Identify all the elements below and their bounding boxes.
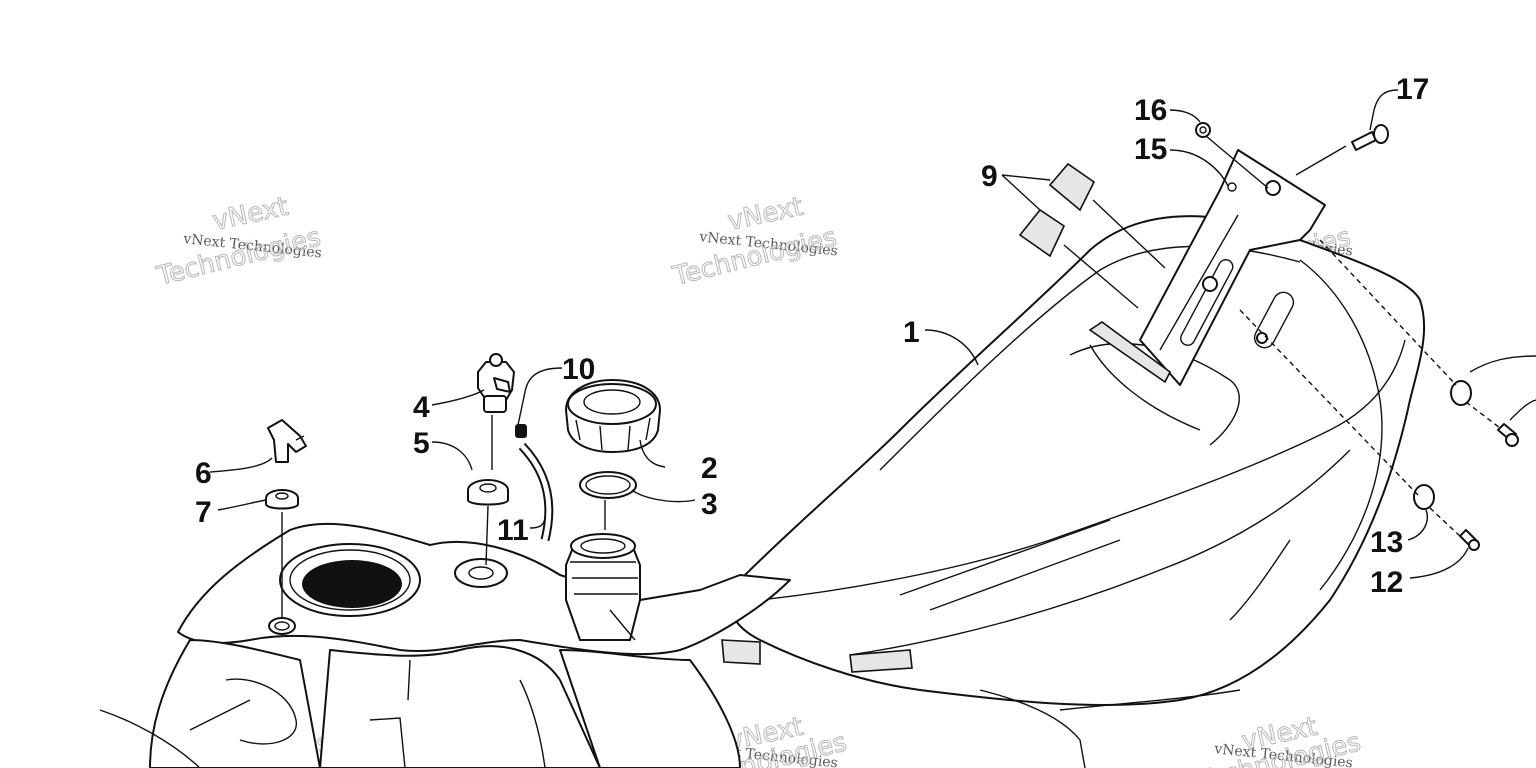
watermark-brand: vNext — [725, 192, 806, 237]
callout-12: 12 — [1370, 566, 1403, 599]
callout-7: 7 — [195, 496, 212, 529]
grommet-part — [467, 479, 509, 506]
callout-17: 17 — [1396, 73, 1429, 106]
callout-16: 16 — [1134, 94, 1167, 127]
callout-10: 10 — [562, 353, 595, 386]
callout-labels: 1 2 3 4 5 6 7 9 10 11 12 13 15 16 17 — [195, 73, 1429, 599]
vent-valve-part — [477, 353, 515, 413]
leader-lines — [209, 89, 1536, 618]
foam-pad-part — [1018, 162, 1096, 258]
hose-clamp-part — [515, 424, 527, 438]
fuel-cap-part — [565, 379, 661, 453]
callout-5: 5 — [413, 427, 430, 460]
elbow-fitting-part — [267, 419, 307, 463]
watermark-word: Technologies — [153, 222, 323, 292]
callout-1: 1 — [903, 316, 920, 349]
small-grommet-part — [265, 489, 299, 510]
callout-9: 9 — [981, 160, 998, 193]
callout-4: 4 — [413, 391, 430, 424]
callout-15: 15 — [1134, 133, 1167, 166]
watermark-word: Technologies — [669, 222, 839, 292]
callout-6: 6 — [195, 457, 212, 490]
hose-part — [518, 442, 554, 542]
watermark-brand: vNext — [210, 192, 291, 237]
callout-13: 13 — [1370, 526, 1403, 559]
callout-2: 2 — [701, 452, 718, 485]
fastener-parts — [1195, 122, 1519, 551]
watermark-2: vNext vNext Technologies Technologies — [669, 191, 840, 292]
mounting-bracket — [1088, 149, 1326, 386]
watermark-1: vNext vNext Technologies Technologies — [153, 191, 324, 292]
callout-11: 11 — [497, 514, 529, 547]
seat-cover-part — [721, 215, 1426, 768]
o-ring-part — [579, 471, 637, 499]
callout-3: 3 — [701, 488, 718, 521]
watermark-6: vNext vNext Technologies Technologies — [1193, 711, 1364, 768]
fuel-tank — [99, 522, 791, 768]
